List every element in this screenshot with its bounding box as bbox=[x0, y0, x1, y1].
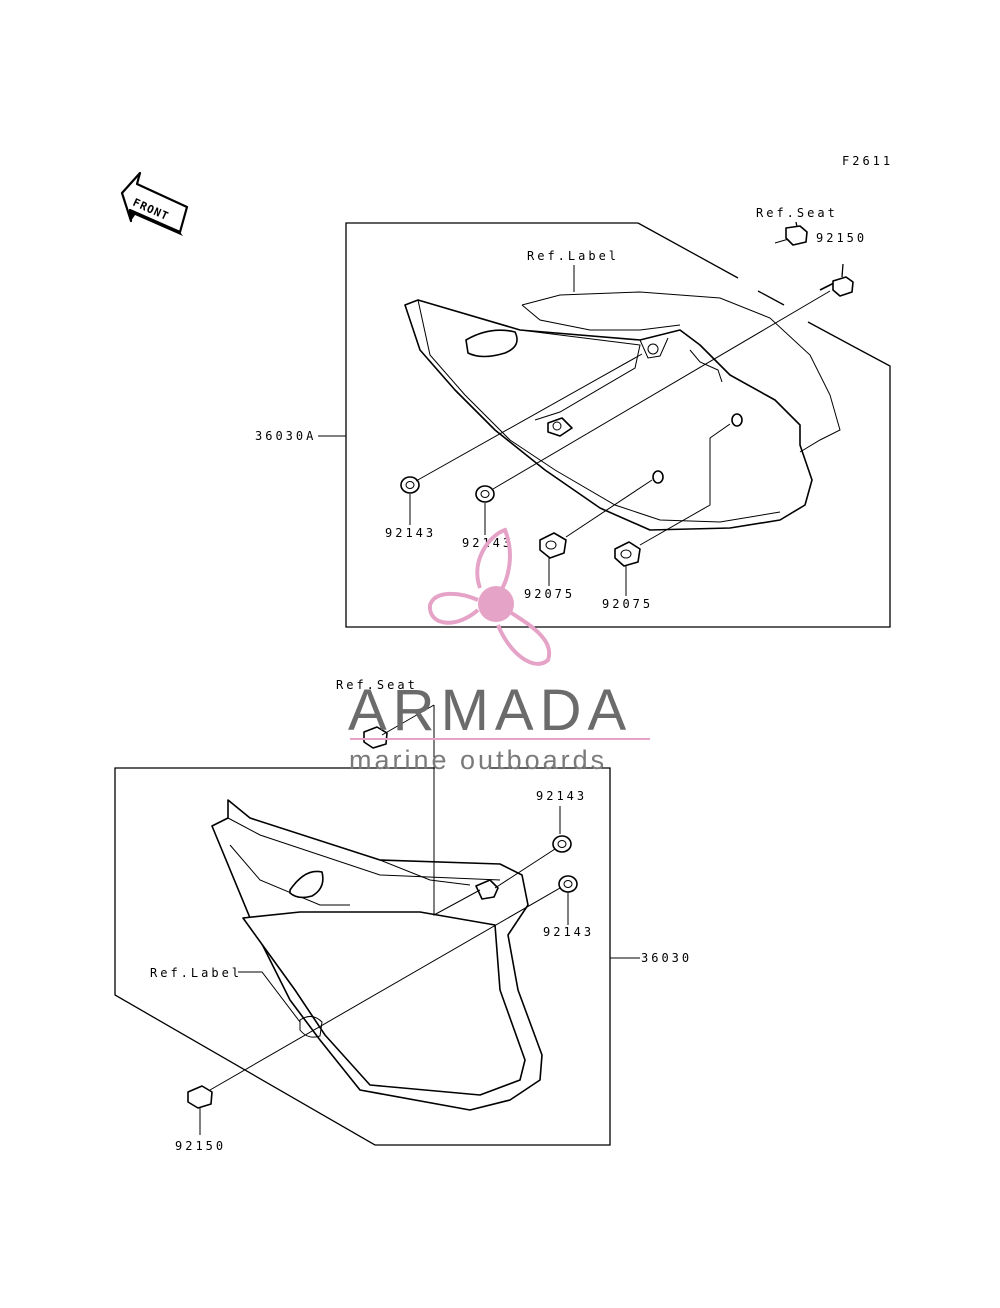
lower-ref-label-label: Ref.Label bbox=[150, 966, 242, 980]
upper-bolt-label: 92150 bbox=[816, 231, 867, 245]
upper-ref-label-label: Ref.Label bbox=[527, 249, 619, 263]
propeller-logo-icon bbox=[427, 527, 552, 666]
upper-leader-lines bbox=[318, 265, 831, 596]
upper-collar-left-label: 92143 bbox=[385, 526, 436, 540]
figure-code: F2611 bbox=[842, 154, 893, 168]
upper-damper-right bbox=[614, 541, 641, 567]
upper-damper-left-label: 92075 bbox=[524, 587, 575, 601]
watermark-brand: ARMADA bbox=[348, 678, 632, 743]
lower-collar-middle-label: 92143 bbox=[543, 925, 594, 939]
upper-damper-left bbox=[539, 532, 567, 559]
upper-collar-center bbox=[475, 485, 495, 503]
upper-damper-right-label: 92075 bbox=[602, 597, 653, 611]
armada-watermark: ARMADA marine outboards bbox=[348, 527, 650, 775]
lower-assembly-number: 36030 bbox=[641, 951, 692, 965]
upper-collar-left bbox=[400, 476, 420, 494]
upper-grommet-right bbox=[731, 413, 743, 427]
upper-assembly-number: 36030A bbox=[255, 429, 316, 443]
lower-side-cover bbox=[211, 799, 543, 1111]
lower-collar-middle bbox=[558, 875, 578, 893]
watermark-tagline: marine outboards bbox=[349, 745, 607, 775]
lower-bolt-92150 bbox=[187, 1085, 213, 1135]
lower-assembly-frame bbox=[114, 767, 611, 1146]
upper-bolt-ref-seat bbox=[774, 221, 808, 246]
lower-collar-top-label: 92143 bbox=[536, 789, 587, 803]
upper-side-cover bbox=[404, 291, 841, 531]
upper-ref-seat-label: Ref.Seat bbox=[756, 206, 838, 220]
lower-collar-top bbox=[552, 835, 572, 853]
front-arrow-icon: FRONT bbox=[120, 171, 189, 236]
upper-assembly-frame bbox=[345, 222, 891, 628]
upper-bolt-92150 bbox=[819, 263, 854, 297]
lower-leader-lines bbox=[209, 705, 640, 1091]
lower-ref-seat-label: Ref.Seat bbox=[336, 678, 418, 692]
upper-grommet-small bbox=[652, 470, 664, 484]
lower-bolt-label: 92150 bbox=[175, 1139, 226, 1153]
lower-bolt-ref-seat bbox=[363, 704, 435, 749]
